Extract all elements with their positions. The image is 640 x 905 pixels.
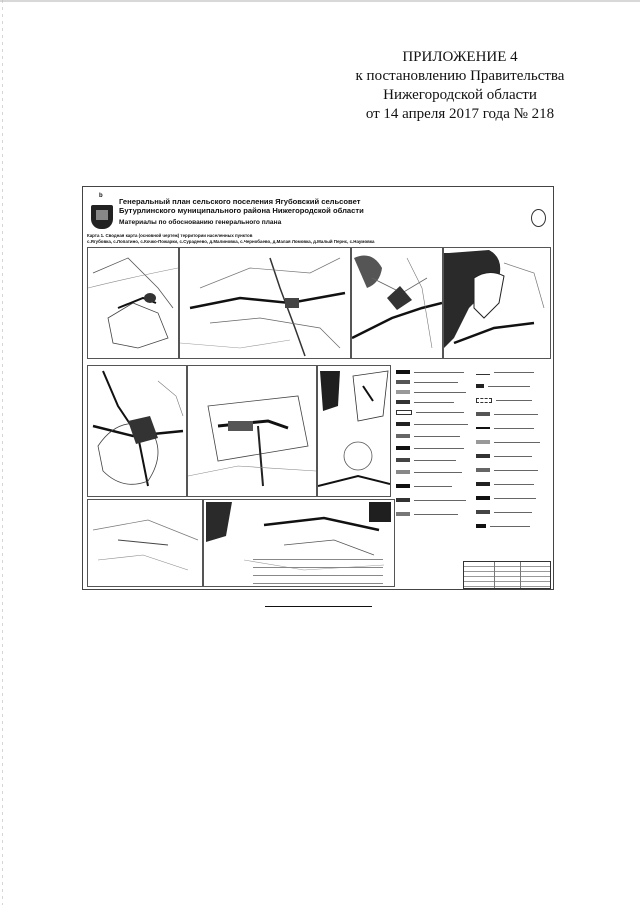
map-sheet-title: Генеральный план сельского поселения Ягу… — [119, 197, 364, 215]
legend-row — [396, 433, 460, 439]
settlement-map-2 — [179, 247, 351, 359]
map-card-line1: Карта 1. Сводная карта (основной чертеж)… — [87, 233, 253, 238]
legend-row — [396, 409, 464, 415]
map-drawing-9 — [92, 519, 199, 571]
legend-row — [396, 399, 454, 405]
appendix-number: ПРИЛОЖЕНИЕ 4 — [402, 49, 518, 65]
legend-row — [476, 383, 530, 389]
settlement-map-5 — [87, 365, 187, 497]
settlement-map-8 — [203, 499, 395, 587]
legend-row — [396, 389, 466, 395]
settlement-map-1 — [87, 247, 179, 359]
map-legend — [392, 359, 550, 585]
legend-row — [396, 483, 452, 489]
coat-of-arms-emblem — [91, 205, 113, 229]
appendix-reference: к постановлению Правительства — [355, 68, 565, 84]
legend-row — [476, 509, 532, 515]
seal-mark — [531, 209, 546, 227]
legend-row — [476, 369, 534, 375]
legend-row — [396, 421, 468, 427]
map-sheet-header: b Генеральный план сельского поселения Я… — [83, 187, 553, 245]
appendix-header: ПРИЛОЖЕНИЕ 4 к постановлению Правительст… — [330, 48, 590, 124]
map-drawing-8 — [206, 502, 391, 571]
north-mark: b — [99, 193, 103, 199]
table-line — [253, 575, 383, 576]
map-card-caption: Карта 1. Сводная карта (основной чертеж)… — [87, 233, 374, 245]
table-line — [253, 567, 383, 568]
legend-row — [476, 453, 532, 459]
title-block-stamp — [463, 561, 551, 589]
legend-row — [396, 369, 464, 375]
scan-edge — [0, 0, 640, 2]
map-drawing-3 — [352, 255, 442, 349]
legend-row — [396, 511, 458, 517]
settlement-map-3 — [351, 247, 443, 359]
legend-row — [476, 411, 538, 417]
map-drawing-7 — [318, 370, 390, 487]
legend-row — [476, 481, 534, 487]
explication-table — [253, 557, 383, 587]
appendix-region: Нижегородской области — [383, 87, 537, 103]
map-sheet: b Генеральный план сельского поселения Я… — [82, 186, 554, 590]
map-drawing-5 — [92, 370, 184, 487]
table-line — [253, 559, 383, 560]
map-drawing-4 — [444, 250, 545, 348]
settlement-map-6 — [187, 365, 317, 497]
legend-row — [476, 467, 538, 473]
legend-row — [476, 523, 530, 529]
scan-margin — [2, 0, 3, 905]
legend-row — [476, 397, 532, 403]
map-drawing-6 — [188, 395, 316, 487]
map-card-line2: с.Ягубовка, с.Лопатино, с.Кочко-Пожарки,… — [87, 239, 375, 244]
appendix-date: от 14 апреля 2017 года № 218 — [365, 106, 555, 122]
legend-row — [396, 497, 466, 503]
legend-row — [396, 469, 462, 475]
map-drawing-1 — [88, 257, 178, 349]
map-title-line2: Бутурлинского муниципального района Ниже… — [119, 206, 364, 215]
settlement-map-7 — [317, 365, 391, 497]
legend-row — [476, 495, 536, 501]
table-line — [253, 583, 383, 584]
legend-row — [476, 425, 534, 431]
legend-row — [396, 445, 464, 451]
map-subtitle: Материалы по обоснованию генерального пл… — [119, 219, 282, 226]
legend-row — [396, 457, 456, 463]
settlement-map-4 — [443, 247, 551, 359]
settlement-map-9 — [87, 499, 203, 587]
legend-row — [396, 379, 458, 385]
end-rule — [265, 606, 372, 607]
map-title-line1: Генеральный план сельского поселения Ягу… — [119, 197, 361, 206]
legend-row — [476, 439, 540, 445]
map-drawing-2 — [180, 257, 346, 357]
